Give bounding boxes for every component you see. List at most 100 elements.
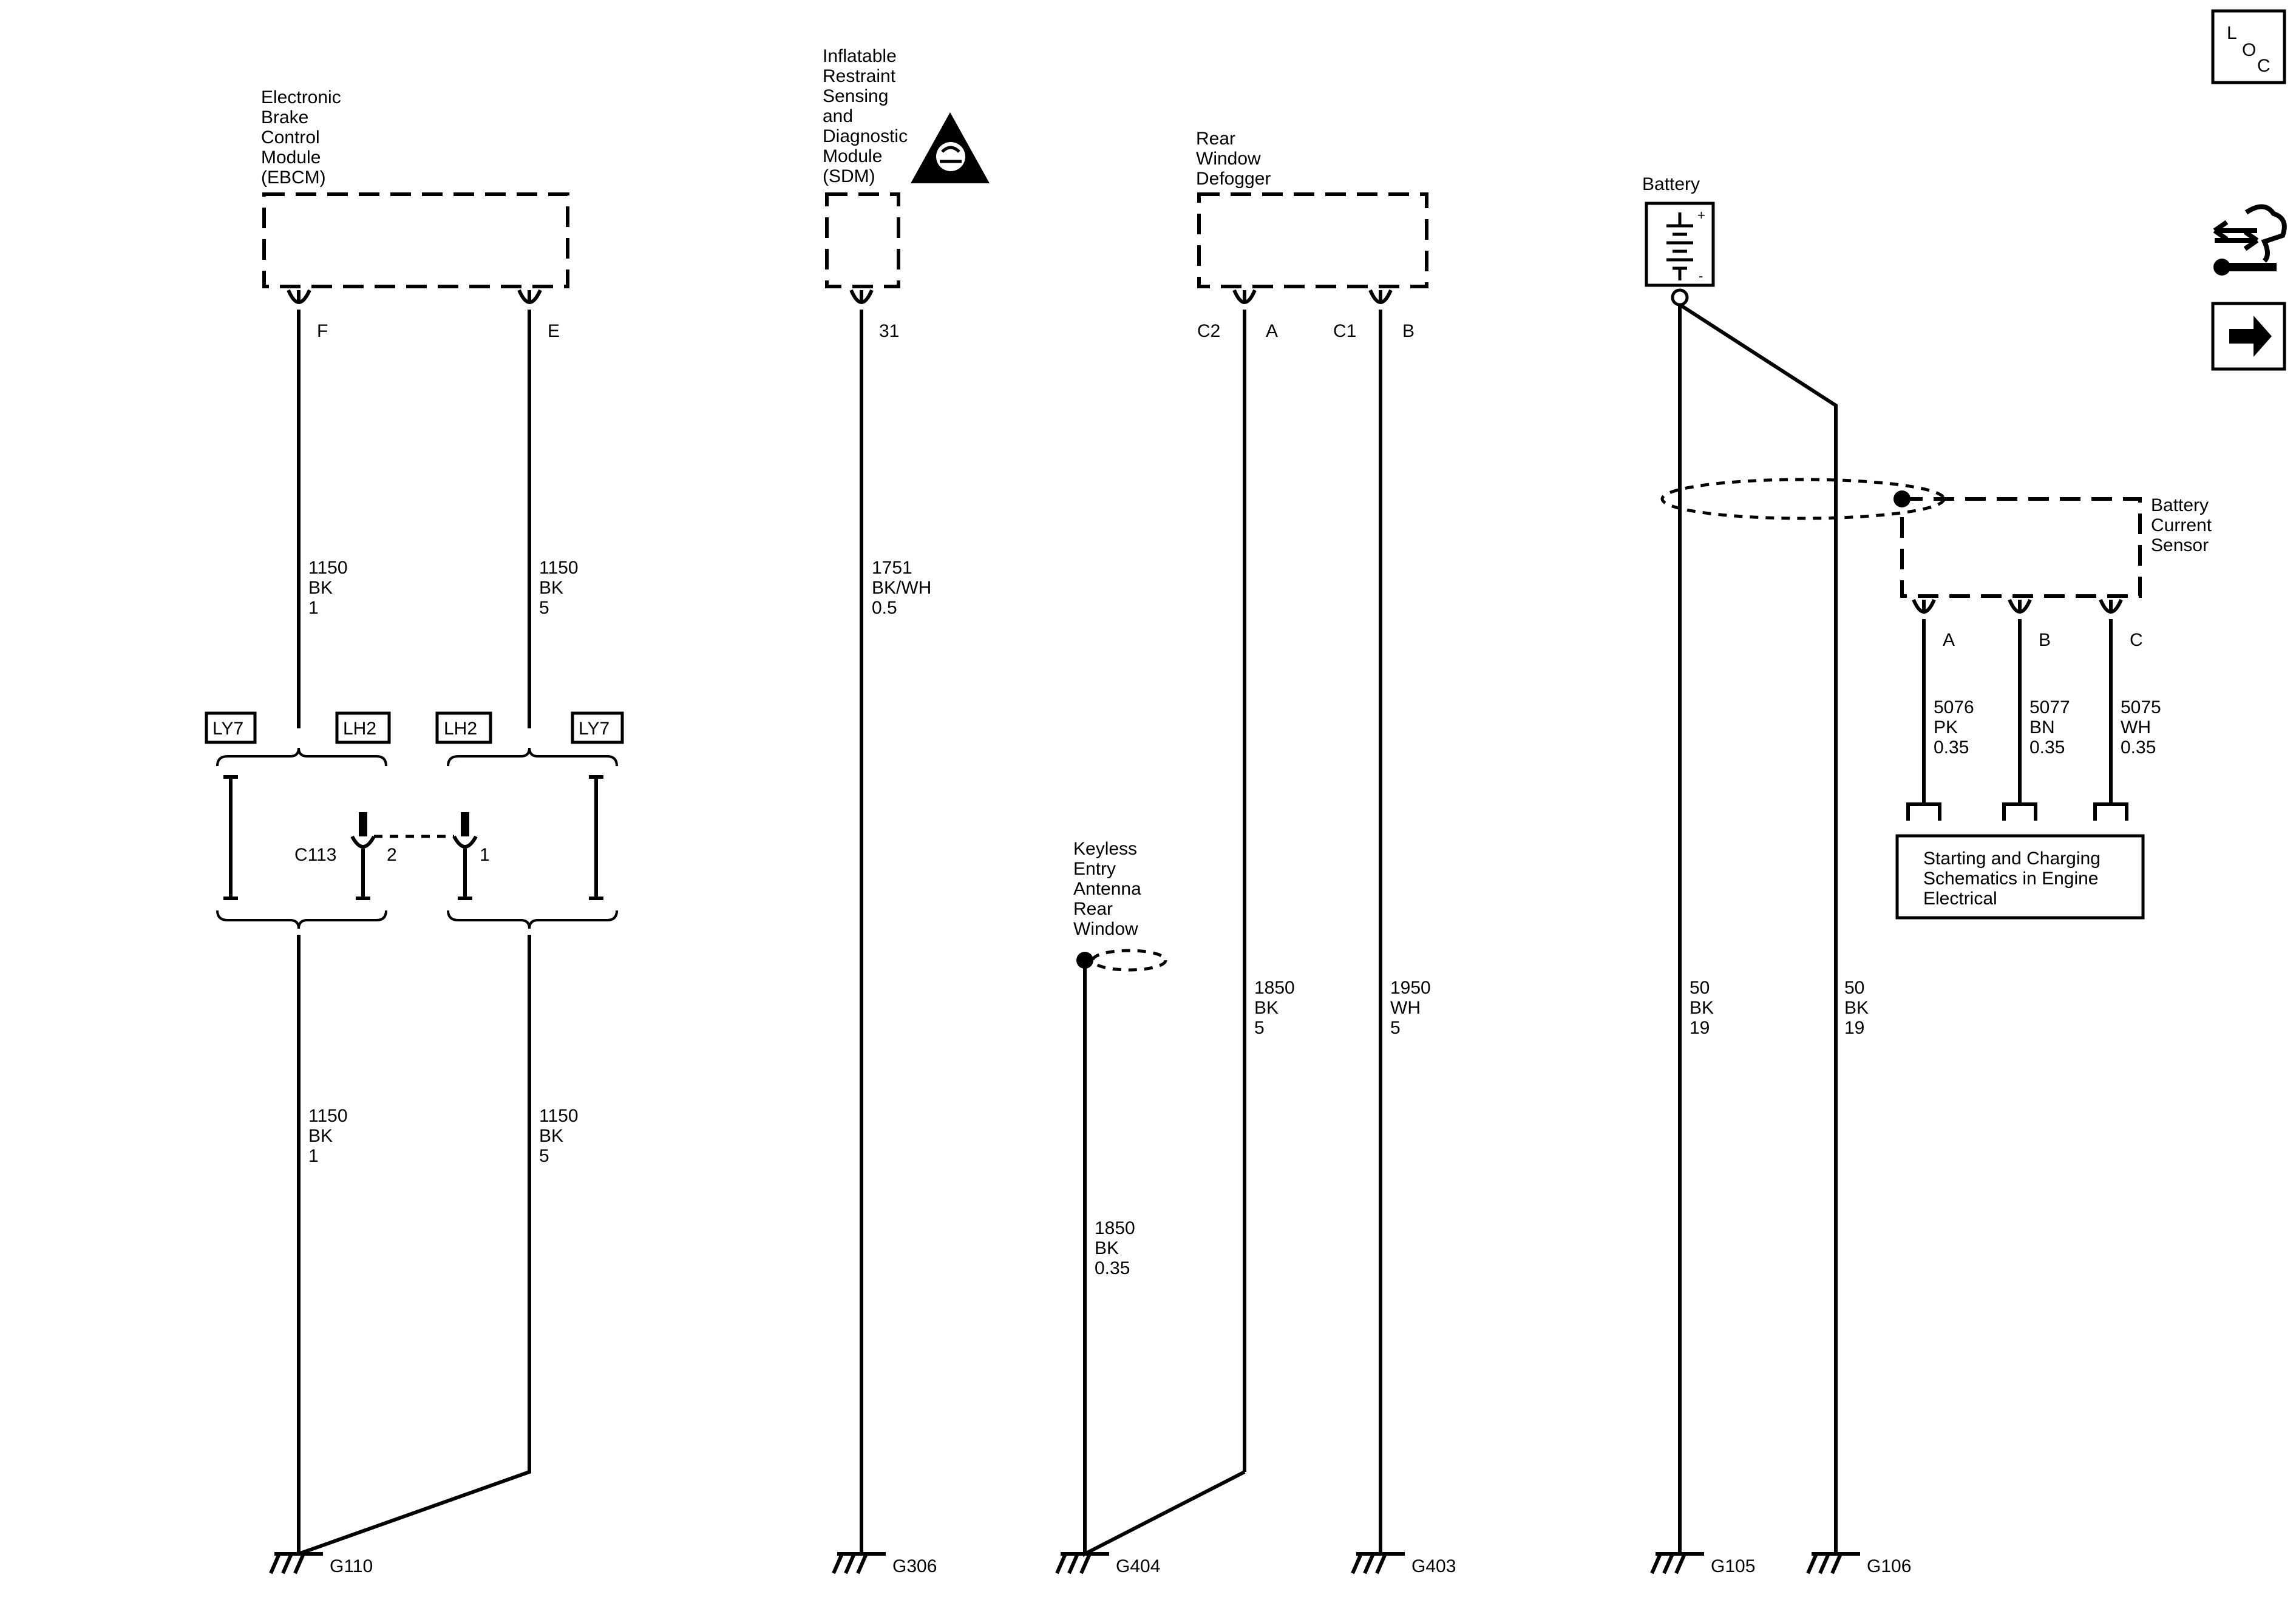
battery-symbol-icon <box>1666 212 1693 280</box>
next-page-button[interactable] <box>2211 302 2286 371</box>
ground-g404: G404 <box>1055 1552 1160 1576</box>
ground-g403-label: G403 <box>1411 1556 1456 1576</box>
wire-label-ebcm-f-top: 1150 BK 1 <box>308 558 353 618</box>
ebcm-module: Electronic Brake Control Module (EBCM) F… <box>261 87 569 341</box>
current-sensor-pin-a-terminal <box>1912 598 1936 614</box>
c113-pin2-terminal <box>350 835 376 849</box>
defogger-pin-a-terminal <box>1232 289 1257 304</box>
option-brace-top-right <box>447 747 618 767</box>
ground-g306: G306 <box>832 1552 937 1576</box>
option-box-ly7-right <box>571 711 624 744</box>
keyless-splice-dot <box>1076 952 1093 969</box>
c113-pin2-lower-wire <box>356 849 370 900</box>
ground-g106-label: G106 <box>1867 1556 1911 1576</box>
ground-icon <box>1351 1552 1405 1575</box>
ebcm-label: Electronic Brake Control Module (EBCM) <box>261 87 346 188</box>
battery-plus: + <box>1697 208 1705 223</box>
ground-g110: G110 <box>269 1552 373 1576</box>
c113-pin-2: 2 <box>387 845 397 865</box>
wire-label-ebcm-f-bottom: 1150 BK 1 <box>308 1106 353 1166</box>
current-sensor-pin-a: A <box>1943 630 1955 650</box>
defogger-module: Rear Window Defogger C2 A C1 B <box>1196 129 1428 341</box>
c113-connector: C113 2 1 <box>294 812 490 900</box>
option-lh2-left: LH2 <box>343 719 376 739</box>
option-brace-bottom-right <box>447 910 618 929</box>
wire-label-sensor-b: 5077 BN 0.35 <box>2029 697 2075 758</box>
reference-box[interactable] <box>1895 834 2145 920</box>
wire-sensor-a <box>1906 619 1941 821</box>
current-sensor-label: Battery Current Sensor <box>2151 495 2216 555</box>
ly7-bypass-right <box>589 775 603 900</box>
keyless-antenna: Keyless Entry Antenna Rear Window <box>1073 839 1167 972</box>
ebcm-pin-f: F <box>317 321 328 341</box>
wire-sensor-c <box>2093 619 2128 821</box>
option-ly7-left: LY7 <box>212 719 243 739</box>
option-box-lh2-left <box>335 711 391 744</box>
sdm-pin-terminal <box>849 289 874 304</box>
wire-label-ebcm-e-top: 1150 BK 5 <box>539 558 583 618</box>
option-box-ly7-left <box>205 711 257 744</box>
ground-g106: G106 <box>1806 1552 1911 1576</box>
ground-g306-label: G306 <box>892 1556 937 1576</box>
current-sensor-pin-b-terminal <box>2008 598 2032 614</box>
battery: Battery + - <box>1642 174 1715 307</box>
current-sensor-outline <box>1900 497 2142 598</box>
loc-letter-l: L <box>2227 23 2237 43</box>
ground-icon <box>1806 1552 1860 1575</box>
reference-text: Starting and Charging Schematics in Engi… <box>1923 849 2105 909</box>
defogger-outline <box>1197 192 1428 288</box>
c113-pin1-lower-wire <box>458 849 472 900</box>
ground-g105: G105 <box>1650 1552 1755 1576</box>
wire-label-keyless: 1850 BK 0.35 <box>1095 1218 1140 1278</box>
battery-terminal <box>1671 288 1689 307</box>
wire-label-battery-1: 50 BK 19 <box>1690 978 1719 1038</box>
sdm-module: Inflatable Restraint Sensing and Diagnos… <box>823 46 990 341</box>
ground-icon <box>1650 1552 1704 1575</box>
option-brace-top-left <box>216 747 387 767</box>
wire-sensor-b <box>2002 619 2037 821</box>
defogger-conn-c1: C1 <box>1333 321 1356 341</box>
sdm-pin-31: 31 <box>879 321 899 341</box>
battery-label: Battery <box>1642 174 1700 194</box>
wire-label-ebcm-e-bottom: 1150 BK 5 <box>539 1106 583 1166</box>
defogger-conn-c2: C2 <box>1197 321 1220 341</box>
wire-label-defogger-b: 1950 WH 5 <box>1390 978 1436 1038</box>
sdm-label: Inflatable Restraint Sensing and Diagnos… <box>823 46 912 186</box>
c113-pin1-terminal <box>452 835 478 849</box>
current-sensor-pin-b: B <box>2039 630 2051 650</box>
current-sensor-pin-c: C <box>2130 630 2143 650</box>
ground-g403: G403 <box>1351 1552 1456 1576</box>
loc-button[interactable]: L O C <box>2211 9 2286 84</box>
wire-battery-2 <box>1679 303 1838 1554</box>
next-page-arrow-icon <box>2229 316 2272 357</box>
ground-g105-label: G105 <box>1711 1556 1755 1576</box>
sdm-outline <box>825 192 900 288</box>
option-ly7-right: LY7 <box>579 719 610 739</box>
battery-minus: - <box>1699 268 1703 283</box>
loc-letter-o: O <box>2242 40 2256 60</box>
repair-procedure-icon[interactable] <box>2213 204 2287 276</box>
ebcm-pin-f-terminal <box>287 289 311 304</box>
ground-icon <box>1055 1552 1109 1575</box>
wire-label-defogger-a: 1850 BK 5 <box>1254 978 1300 1038</box>
ebcm-pin-e: E <box>548 321 560 341</box>
current-sensor-pin-c-terminal <box>2099 598 2123 614</box>
defogger-pin-a: A <box>1266 321 1278 341</box>
option-lh2-right: LH2 <box>444 719 477 739</box>
ground-g404-label: G404 <box>1116 1556 1160 1576</box>
wire-label-sensor-a: 5076 PK 0.35 <box>1934 697 1979 758</box>
wire-label-battery-2: 50 BK 19 <box>1844 978 1873 1038</box>
loc-box[interactable] <box>2211 9 2286 84</box>
defogger-pin-b-terminal <box>1368 289 1393 304</box>
wire-label-sdm: 1751 BK/WH 0.5 <box>872 558 937 618</box>
ground-icon <box>832 1552 886 1575</box>
reference-link-starting-charging[interactable]: Starting and Charging Schematics in Engi… <box>1895 834 2145 920</box>
option-brace-bottom-left <box>216 910 387 929</box>
c113-name: C113 <box>294 845 337 865</box>
ebcm-pin-e-terminal <box>517 289 542 304</box>
c113-pin-1: 1 <box>480 845 490 865</box>
ebcm-outline <box>262 192 569 288</box>
ly7-bypass-left <box>223 775 238 900</box>
option-labels: LY7 LH2 LH2 LY7 <box>205 711 624 744</box>
